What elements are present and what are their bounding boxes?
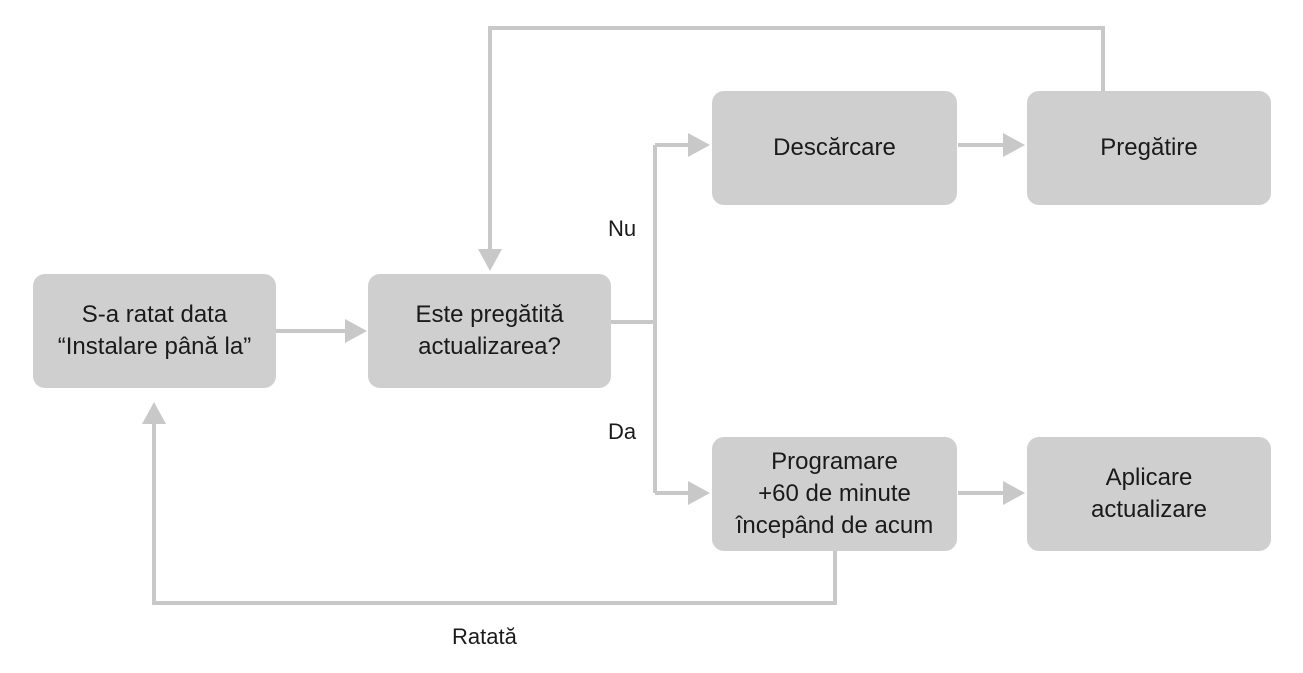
arrowhead-loop-to-missed xyxy=(142,402,166,424)
node-missed-install-by: S-a ratat data “Instalare până la” xyxy=(33,274,276,388)
node-schedule: Programare +60 de minute începând de acu… xyxy=(712,437,957,551)
arrowhead-schedule-to-apply xyxy=(1003,481,1025,505)
arrowhead-branch-to-schedule xyxy=(688,481,710,505)
node-is-update-ready: Este pregătită actualizarea? xyxy=(368,274,611,388)
node-prepare-label: Pregătire xyxy=(1100,134,1198,161)
edge-label-yes: Da xyxy=(608,419,637,444)
node-ready-check-label: Este pregătită actualizarea? xyxy=(415,301,564,360)
edge-label-no: Nu xyxy=(608,216,637,241)
node-download: Descărcare xyxy=(712,91,957,205)
loop-schedule-to-missed xyxy=(152,414,837,605)
node-apply-update: Aplicare actualizare xyxy=(1027,437,1271,551)
node-missed-label: S-a ratat data “Instalare până la” xyxy=(57,301,252,360)
arrowhead-branch-to-download xyxy=(688,133,710,157)
node-download-label: Descărcare xyxy=(773,134,896,161)
edge-label-missed: Ratată xyxy=(452,624,517,649)
node-schedule-label: Programare +60 de minute începând de acu… xyxy=(735,448,934,539)
arrowhead-loop-to-check xyxy=(478,249,502,271)
loop-prepare-to-check xyxy=(488,26,1105,258)
node-prepare: Pregătire xyxy=(1027,91,1271,205)
node-apply-label: Aplicare actualizare xyxy=(1090,464,1208,523)
arrowhead-download-to-prepare xyxy=(1003,133,1025,157)
arrowhead-missed-to-check xyxy=(345,319,367,343)
